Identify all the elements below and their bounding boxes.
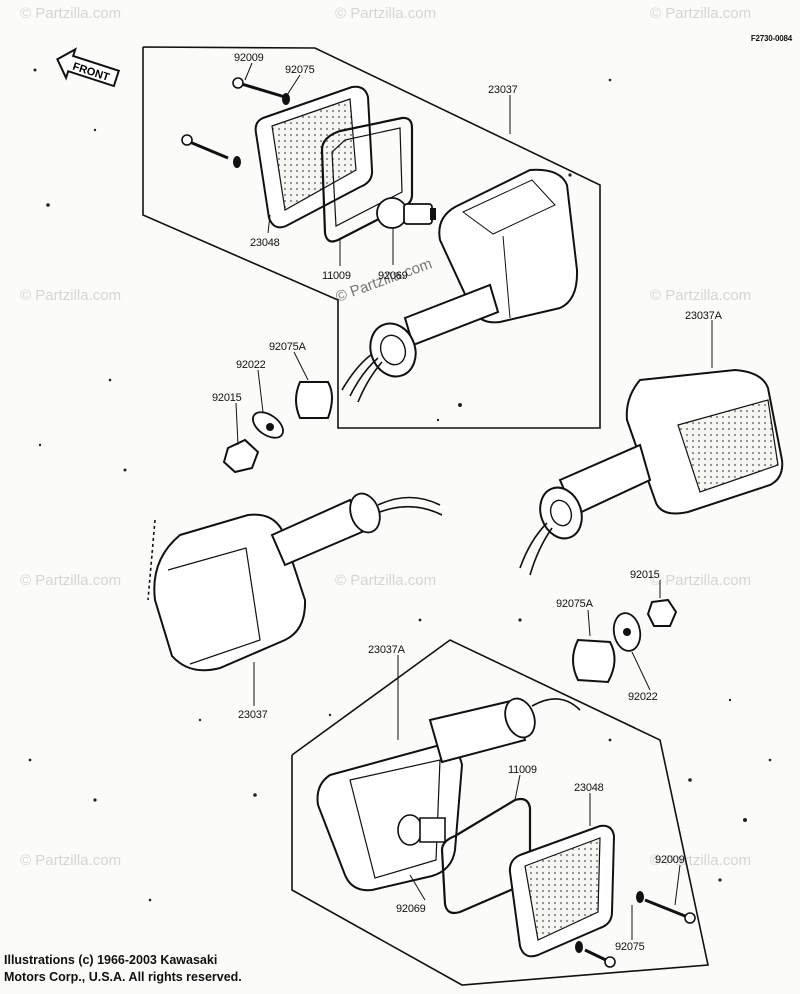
housing-top xyxy=(341,168,579,403)
watermark: © Partzilla.com xyxy=(650,5,751,22)
front-arrow-icon: FRONT xyxy=(56,47,121,88)
watermark: © Partzilla.com xyxy=(335,572,436,589)
watermark: © Partzilla.com xyxy=(335,5,436,22)
watermark: © Partzilla.com xyxy=(20,5,121,22)
part-label: 11009 xyxy=(508,764,537,776)
part-label: 92009 xyxy=(655,854,685,866)
part-label: 92022 xyxy=(236,359,266,371)
speckles xyxy=(28,68,772,902)
part-labels: 92009 92075 23037 23048 11009 92069 9207… xyxy=(212,52,723,953)
part-label: 92075A xyxy=(556,598,594,610)
part-label: 92075 xyxy=(615,941,645,953)
top-assembly-outline xyxy=(142,46,601,429)
part-label: 92022 xyxy=(628,691,658,703)
hardware-bottom xyxy=(572,598,696,968)
copyright-line-1: Illustrations (c) 1966-2003 Kawasaki xyxy=(4,953,218,967)
copyright-line-2: Motors Corp., U.S.A. All rights reserved… xyxy=(4,970,242,984)
part-label: 23037 xyxy=(238,709,268,721)
hardware-top xyxy=(181,77,333,474)
part-label: 23037 xyxy=(488,84,518,96)
part-label: 23037A xyxy=(685,310,723,322)
watermark: © Partzilla.com xyxy=(650,572,751,589)
part-label: 23037A xyxy=(368,644,406,656)
watermark: © Partzilla.com xyxy=(650,287,751,304)
leader-lines xyxy=(235,62,713,940)
part-label: 92015 xyxy=(630,569,660,581)
signal-right-middle xyxy=(519,368,784,576)
signal-left-middle xyxy=(147,492,443,672)
part-label: 92069 xyxy=(378,270,408,282)
lens-top xyxy=(254,85,374,229)
bottom-assembly-outline xyxy=(291,639,709,986)
watermarks: © Partzilla.com © Partzilla.com © Partzi… xyxy=(20,5,751,869)
bulb-top xyxy=(376,197,436,229)
lens-bottom xyxy=(508,824,616,958)
copyright-notice: Illustrations (c) 1966-2003 Kawasaki Mot… xyxy=(4,952,242,986)
housing-bottom xyxy=(316,697,581,892)
part-label: 11009 xyxy=(322,270,351,282)
part-label: 92069 xyxy=(396,903,426,915)
watermark: © Partzilla.com xyxy=(20,852,121,869)
part-label: 92075 xyxy=(285,64,315,76)
part-label: 92075A xyxy=(269,341,307,353)
figure-ref: F2730-0084 xyxy=(750,34,792,43)
watermark: © Partzilla.com xyxy=(650,852,751,869)
part-label: 92009 xyxy=(234,52,264,64)
part-label: 23048 xyxy=(574,782,604,794)
watermark: © Partzilla.com xyxy=(20,572,121,589)
watermark: © Partzilla.com xyxy=(20,287,121,304)
part-label: 23048 xyxy=(250,237,280,249)
part-label: 92015 xyxy=(212,392,242,404)
